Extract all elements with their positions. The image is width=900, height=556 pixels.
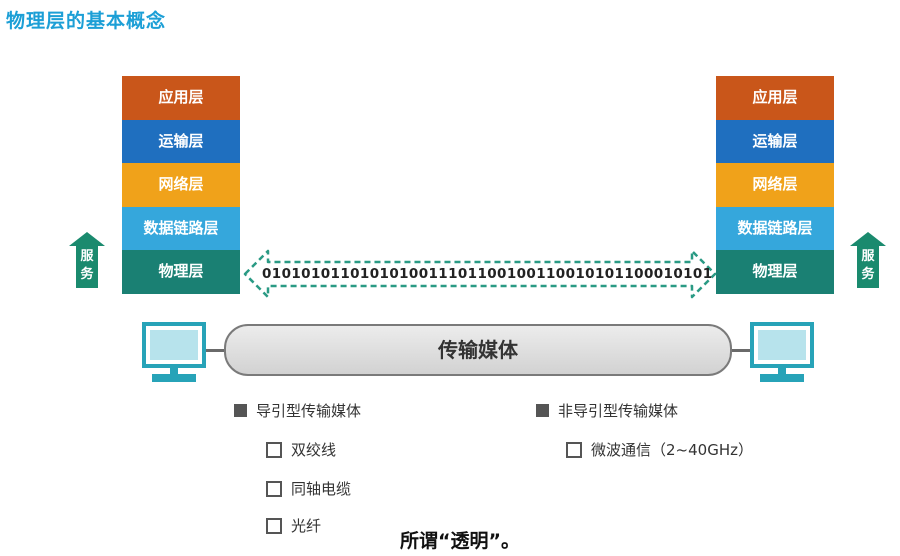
computer-icon (142, 322, 206, 382)
left-service-label: 服务 (76, 246, 98, 288)
list-item: 双绞线 (266, 439, 336, 460)
right-layer-application: 应用层 (716, 76, 834, 120)
bidirectional-arrow-icon (243, 249, 717, 299)
list-item-text: 微波通信（2~40GHz） (591, 441, 753, 459)
right-cable (730, 349, 752, 352)
empty-square-icon (266, 441, 282, 458)
right-layer-network: 网络层 (716, 163, 834, 207)
filled-square-icon (234, 404, 247, 417)
guided-media-heading: 导引型传输媒体 (234, 400, 361, 421)
transmission-medium: 传输媒体 (224, 324, 732, 376)
computer-icon (750, 322, 814, 382)
right-protocol-stack: 应用层 运输层 网络层 数据链路层 物理层 (716, 76, 834, 294)
list-item: 同轴电缆 (266, 478, 351, 499)
empty-square-icon (266, 517, 282, 534)
up-arrow-icon (850, 232, 886, 246)
left-service-arrow: 服务 (69, 232, 105, 288)
left-layer-physical: 物理层 (122, 250, 240, 294)
filled-square-icon (536, 404, 549, 417)
list-item-text: 同轴电缆 (291, 480, 352, 498)
left-layer-transport: 运输层 (122, 119, 240, 163)
unguided-media-heading: 非导引型传输媒体 (536, 400, 678, 421)
right-layer-physical: 物理层 (716, 250, 834, 294)
left-layer-datalink: 数据链路层 (122, 206, 240, 250)
left-protocol-stack: 应用层 运输层 网络层 数据链路层 物理层 (122, 76, 240, 294)
right-service-label: 服务 (857, 246, 879, 288)
list-item-text: 光纤 (291, 517, 322, 535)
list-item-text: 双绞线 (291, 441, 337, 459)
right-layer-datalink: 数据链路层 (716, 206, 834, 250)
list-item: 微波通信（2~40GHz） (566, 439, 753, 460)
empty-square-icon (566, 441, 582, 458)
left-layer-network: 网络层 (122, 163, 240, 207)
unguided-media-heading-text: 非导引型传输媒体 (558, 402, 679, 420)
bitstream: 0101010110101010011101100100110010101100… (262, 266, 713, 282)
page-title: 物理层的基本概念 (6, 10, 167, 32)
guided-media-heading-text: 导引型传输媒体 (256, 402, 362, 420)
video-subtitle: 所谓“透明”。 (400, 530, 520, 552)
right-layer-transport: 运输层 (716, 119, 834, 163)
left-layer-application: 应用层 (122, 76, 240, 120)
empty-square-icon (266, 480, 282, 497)
list-item: 光纤 (266, 515, 321, 536)
left-cable (205, 349, 227, 352)
right-service-arrow: 服务 (850, 232, 886, 288)
up-arrow-icon (69, 232, 105, 246)
